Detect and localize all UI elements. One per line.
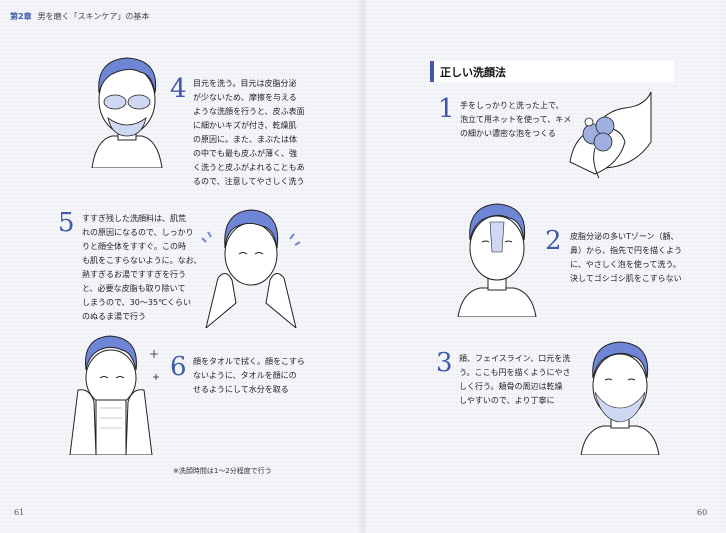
step-4-number: 4 (170, 74, 187, 104)
face-rinse-illustration (201, 209, 301, 328)
face-towel-illustration (69, 335, 159, 455)
face-tzone-illustration (457, 203, 537, 317)
step-5-text: すすぎ残した洗顔料は、肌荒 れの原因になるので、しっかり りと顔全体をすすぐ。こ… (82, 214, 202, 321)
right-page (363, 0, 726, 533)
section-title-box (430, 61, 674, 82)
chapter-title: 男を磨く「スキンケア」の基本 (37, 12, 150, 21)
foam-hands-illustration (569, 91, 652, 179)
step-3-text: 頬、フェイスライン、口元を洗 う。ここも円を描くようにやさ しく行う。頬骨の周辺… (459, 354, 571, 405)
section-title: 正しい洗顔法 (440, 66, 506, 79)
page-number-right: 60 (697, 508, 708, 517)
running-header: 第2章 男を磨く「スキンケア」の基本 (10, 11, 149, 22)
step-1-text: 手をしっかりと洗った上で、 泡立て用ネットを使って、キメ の細かい濃密な泡をつく… (460, 101, 572, 138)
step-3-number: 3 (436, 348, 453, 378)
page-number-left: 61 (14, 508, 25, 517)
step-6-text: 顔をタオルで拭く。顔をこすら ないように、タオルを顔にの せるようにして水分を取… (193, 357, 305, 394)
step-5-number: 5 (58, 208, 75, 238)
step-6-number: 6 (170, 352, 187, 382)
chapter-label: 第2章 (10, 12, 32, 21)
step-1-number: 1 (438, 94, 455, 124)
step-2-number: 2 (545, 226, 562, 256)
footnote: ※洗顔時間は1～2分程度で行う (173, 467, 272, 475)
left-page (0, 0, 363, 533)
face-eye-wash-illustration (91, 57, 163, 168)
step-2-text: 皮脂分泌の多いTゾーン（額、 鼻）から、指先で円を描くよう に、やさしく泡を使っ… (570, 232, 682, 283)
face-cheeks-illustration (580, 341, 660, 455)
book-gutter (358, 0, 368, 533)
step-4-text: 目元を洗う。目元は皮脂分泌 が少ないため、摩擦を与える ような洗顔を行うと、皮ふ… (193, 79, 305, 186)
